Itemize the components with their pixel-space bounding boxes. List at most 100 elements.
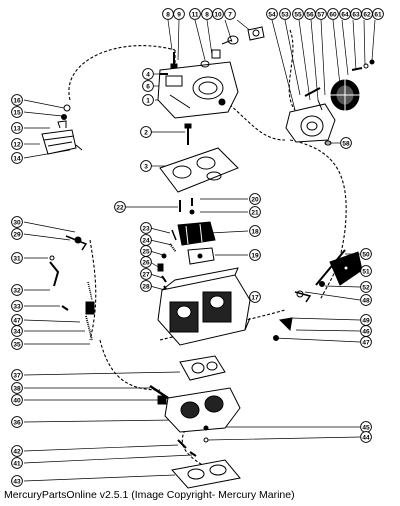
callout-number: 47 [362,339,370,346]
callout-number: 15 [13,109,21,116]
callout-number: 9 [177,11,181,18]
parts-artwork [23,19,376,489]
callout-number: 46 [362,328,370,335]
callout-3: 3 [140,160,152,172]
callout-bubble [11,216,23,228]
callout-bubble [11,252,23,264]
callout-bubble [11,338,23,350]
callout-number: 4 [146,71,150,78]
callout-27: 27 [140,268,152,280]
callout-number: 54 [268,11,276,18]
callout-number: 14 [13,155,21,162]
carburetor-cover-part [157,61,239,119]
callout-number: 6 [146,83,150,90]
callout-bubble [279,8,291,20]
callout-number: 43 [13,478,21,485]
callout-number: 13 [13,125,21,132]
callout-6: 6 [142,80,154,92]
callout-bubble [114,201,126,213]
callout-number: 35 [13,341,21,348]
callout-41: 41 [11,457,23,469]
callout-number: 62 [363,11,371,18]
callout-number: 40 [13,397,21,404]
callout-number: 19 [251,252,259,259]
callout-21: 21 [249,206,261,218]
callout-number: 16 [13,97,21,104]
callout-number: 12 [13,141,21,148]
callout-bubble [249,225,261,237]
callout-number: 28 [142,283,150,290]
callout-number: 53 [281,11,289,18]
callout-number: 44 [362,434,370,441]
callout-13: 13 [11,122,23,134]
callout-62: 62 [361,8,373,20]
callout-bubble [292,8,304,20]
callout-number: 64 [341,11,349,18]
callout-bubble [360,265,372,277]
callout-number: 33 [13,303,21,310]
callout-bubble [360,431,372,443]
callout-bubble [11,300,23,312]
callout-31: 31 [11,252,23,264]
callout-number: 57 [317,11,325,18]
callout-1: 1 [142,94,154,106]
callout-17: 17 [249,291,261,303]
callout-37: 37 [11,369,23,381]
callout-2: 2 [140,126,152,138]
callout-8: 8 [201,8,213,20]
callout-number: 31 [13,255,21,262]
callout-64: 64 [339,8,351,20]
callout-57: 57 [315,8,327,20]
callout-bubble [11,325,23,337]
callout-8: 8 [162,8,174,20]
callout-45: 45 [360,421,372,433]
callout-22: 22 [114,201,126,213]
callout-bubble [11,445,23,457]
callout-number: 23 [142,225,150,232]
screws-top [160,52,192,145]
float-hinge [187,247,215,265]
callout-bubble [11,94,23,106]
callout-bubble [11,369,23,381]
callout-number: 8 [205,11,209,18]
callout-number: 1 [146,97,150,104]
callout-number: 25 [142,248,150,255]
callout-26: 26 [140,256,152,268]
callout-number: 61 [374,11,382,18]
gasket-bottom [171,459,241,489]
diaphragm-disc [330,78,360,112]
callout-number: 60 [329,11,337,18]
callout-11: 11 [189,8,201,20]
callout-47: 47 [360,336,372,348]
callout-54: 54 [266,8,278,20]
callout-35: 35 [11,338,23,350]
callout-32: 32 [11,284,23,296]
callout-bubble [189,8,201,20]
callout-bubble [11,122,23,134]
callout-47: 47 [11,314,23,326]
callout-36: 36 [11,416,23,428]
callout-18: 18 [249,225,261,237]
callout-61: 61 [372,8,384,20]
callout-bubble [224,8,236,20]
image-caption: MercuryPartsOnline v2.5.1 (Image Copyrig… [4,489,295,501]
callout-number: 11 [192,11,199,18]
callout-24: 24 [140,234,152,246]
callout-bubble [372,8,384,20]
callout-bubble [249,193,261,205]
throttle-body [149,384,241,433]
callout-number: 38 [13,385,21,392]
callout-number: 20 [251,196,259,203]
callout-33: 33 [11,300,23,312]
callout-20: 20 [249,193,261,205]
callout-34: 34 [11,325,23,337]
callout-number: 45 [362,424,370,431]
callout-60: 60 [327,8,339,20]
callout-49: 49 [360,314,372,326]
callout-51: 51 [360,265,372,277]
callout-42: 42 [11,445,23,457]
callout-bubble [360,336,372,348]
fuel-inlet-parts [200,26,265,68]
callout-63: 63 [350,8,362,20]
callout-bubble [340,137,352,149]
